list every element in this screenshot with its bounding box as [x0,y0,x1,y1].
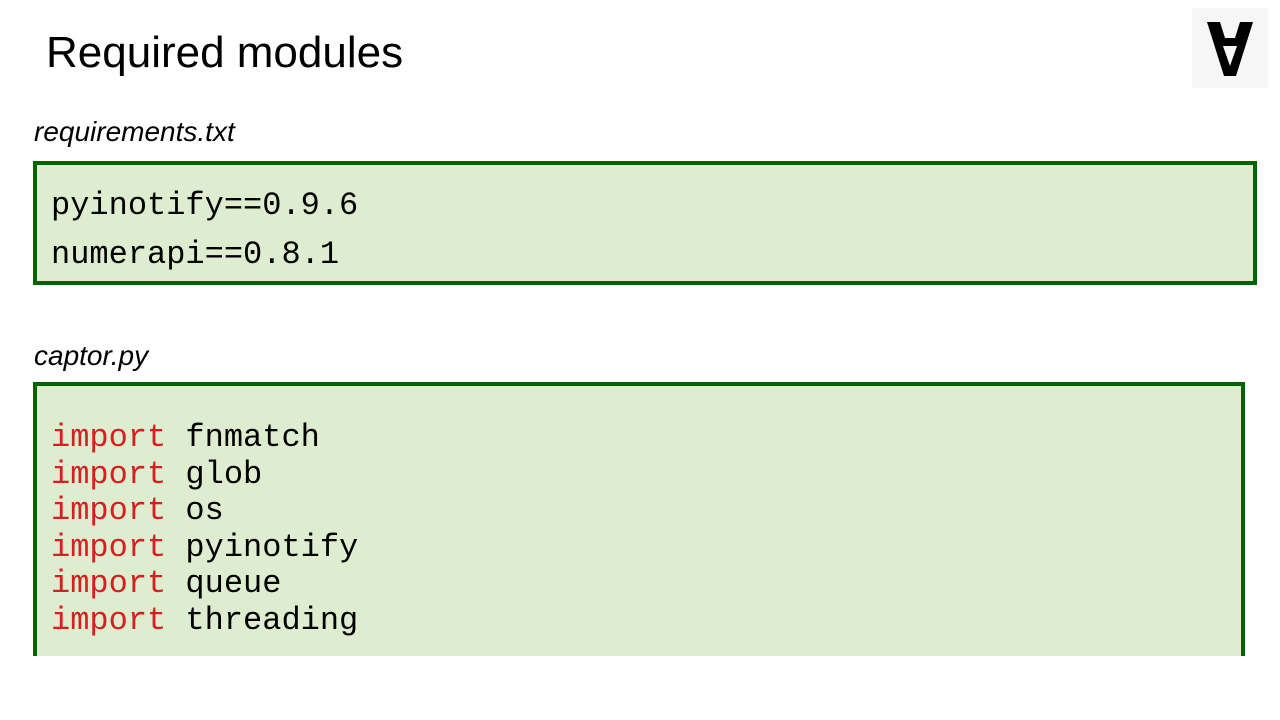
module-name: queue [185,565,282,602]
module-name: threading [185,601,359,639]
import-keyword: import [51,601,167,639]
requirement-line: pyinotify==0.9.6 [51,187,359,224]
import-line: import fnmatch [51,419,1241,457]
module-name: os [185,492,224,529]
import-line: import glob [51,455,1241,494]
import-keyword: import [51,455,167,493]
captor-code-block: import fnmatch import glob import os imp… [33,382,1245,656]
turned-a-logo-icon [1192,8,1268,88]
module-name: glob [185,455,263,493]
import-keyword: import [51,528,167,566]
import-line: import pyinotify [51,528,1241,567]
requirement-line: numerapi==0.8.1 [51,236,340,273]
requirements-filename: requirements.txt [34,116,235,147]
captor-filename: captor.py [34,340,149,371]
import-keyword: import [51,419,167,456]
module-name: pyinotify [185,528,359,566]
import-line: import threading [51,601,1241,640]
import-keyword: import [51,492,167,529]
import-line: import os [51,492,1241,530]
requirements-code-block: pyinotify==0.9.6 numerapi==0.8.1 [33,161,1257,285]
module-name: fnmatch [185,419,320,456]
import-keyword: import [51,565,167,602]
slide-title: Required modules [46,28,404,77]
import-line: import queue [51,565,1241,603]
